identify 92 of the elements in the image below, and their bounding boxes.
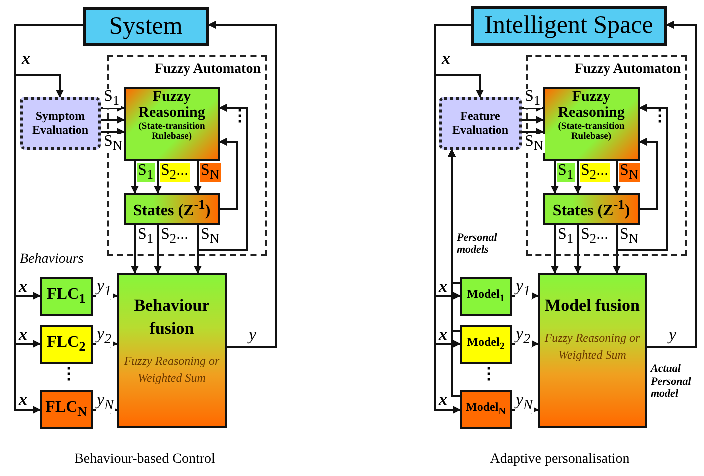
arrow xyxy=(512,340,539,348)
arrow xyxy=(551,225,559,274)
edge-label: S$_{1}$ xyxy=(137,163,155,182)
arrow xyxy=(154,225,162,274)
arrow xyxy=(208,21,277,348)
arrow xyxy=(613,161,621,194)
controller-label: Model$_{1}$ xyxy=(467,288,505,305)
system-box xyxy=(471,6,667,46)
edge-label: S$_{2}$... xyxy=(160,227,190,246)
arrow xyxy=(194,161,202,194)
arrow xyxy=(154,161,162,194)
arrow xyxy=(616,104,668,251)
arrow xyxy=(197,104,248,251)
evaluation-label: Symptom Evaluation xyxy=(31,110,90,137)
ellipsis-mark: ⋮ xyxy=(232,108,248,126)
edge-label: S$_{N}$ xyxy=(200,227,221,246)
reasoning-box xyxy=(124,87,220,161)
arrow xyxy=(574,161,582,194)
evaluation-label: Feature Evaluation xyxy=(451,110,510,137)
arrow xyxy=(93,340,118,348)
panel-caption: Behaviour-based Control xyxy=(74,452,216,468)
controller-label: FLC$_{1}$ xyxy=(47,286,86,307)
system-label: System xyxy=(109,12,183,40)
ellipsis-mark: ⋮ xyxy=(652,108,668,126)
controller-label: Model$_{N}$ xyxy=(466,401,506,418)
arrow xyxy=(101,104,125,112)
arrow xyxy=(574,225,582,274)
arrow xyxy=(551,161,559,194)
fusion-method: Fuzzy Reasoning or Weighted Sum xyxy=(544,330,642,364)
edge-label: S$_{1}$ xyxy=(524,89,542,108)
evaluation-box xyxy=(20,97,101,150)
evaluation-box xyxy=(439,97,522,150)
controller-box xyxy=(460,390,512,429)
edge-label: S$_{1}$ xyxy=(557,227,575,246)
controller-label: Model$_{2}$ xyxy=(467,336,505,353)
controller-label: FLC$_{N}$ xyxy=(46,399,88,420)
arrow xyxy=(639,138,658,210)
fusion-title: Model fusion xyxy=(544,295,641,317)
edge-label: S$_{2}$... xyxy=(580,227,610,246)
edge-label: S$_{1}$ xyxy=(137,227,155,246)
group-label: Personal models xyxy=(457,232,498,256)
edge-label: S$_{2}$... xyxy=(160,163,190,182)
arrow xyxy=(131,225,139,274)
arrow xyxy=(93,406,118,414)
edge-label: S$_{N}$ xyxy=(619,163,640,182)
system-label: Intelligent Space xyxy=(484,12,654,40)
arrow xyxy=(93,292,118,300)
controller-box xyxy=(40,277,93,316)
states-box xyxy=(124,193,220,225)
arrow xyxy=(131,161,139,194)
fusion-title: Behaviour fusion xyxy=(133,295,211,340)
controller-label: FLC$_{2}$ xyxy=(47,334,86,355)
group-label: Behaviours xyxy=(20,252,84,268)
arrow xyxy=(522,116,544,124)
node-caption: Actual Personal model xyxy=(651,363,692,401)
reasoning-subtitle: (State-transition Rulebase) xyxy=(138,122,206,142)
reasoning-box xyxy=(543,87,640,161)
arrow xyxy=(448,149,460,397)
arrow xyxy=(522,128,544,136)
controller-box xyxy=(460,277,512,316)
fusion-box xyxy=(538,273,647,428)
ellipsis-mark: ⋮ xyxy=(481,366,497,384)
states-label: States (Z$^{-1}$) xyxy=(552,198,630,220)
reasoning-title: Fuzzy Reasoning xyxy=(138,90,206,122)
ellipsis-mark: ⋮ xyxy=(61,366,77,384)
panel-caption: Adaptive personalisation xyxy=(489,452,631,468)
arrow xyxy=(101,116,125,124)
edge-label: S$_{1}$ xyxy=(557,163,575,182)
controller-box xyxy=(460,325,512,364)
arrow xyxy=(647,21,697,348)
arrow xyxy=(219,138,238,210)
fusion-box xyxy=(117,273,227,428)
controller-box xyxy=(40,325,93,364)
group-title: Fuzzy Automaton xyxy=(154,62,261,78)
arrow xyxy=(512,292,539,300)
group-title: Fuzzy Automaton xyxy=(574,62,681,78)
controller-box xyxy=(40,390,93,429)
arrow xyxy=(512,406,539,414)
edge-label: S$_{N}$ xyxy=(619,227,640,246)
system-box xyxy=(83,7,209,46)
arrow xyxy=(522,104,544,112)
edge-label: S$_{N}$ xyxy=(103,134,124,153)
reasoning-subtitle: (State-transition Rulebase) xyxy=(557,122,626,142)
arrow xyxy=(101,128,125,136)
states-label: States (Z$^{-1}$) xyxy=(133,198,211,220)
states-box xyxy=(543,193,640,225)
edge-label: S$_{N}$ xyxy=(200,163,221,182)
fusion-method: Fuzzy Reasoning or Weighted Sum xyxy=(123,352,221,388)
edge-label: S$_{N}$ xyxy=(524,134,545,153)
reasoning-title: Fuzzy Reasoning xyxy=(557,90,626,122)
edge-label: S$_{1}$ xyxy=(103,89,121,108)
edge-label: S$_{2}$... xyxy=(580,163,610,182)
